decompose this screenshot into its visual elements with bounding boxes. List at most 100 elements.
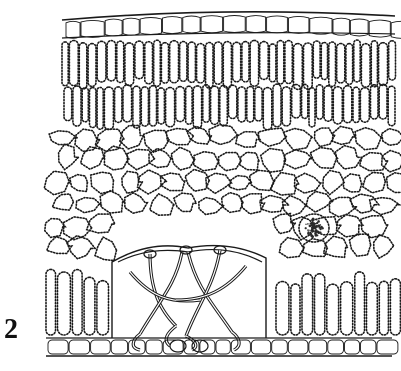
crystal-granule <box>309 233 312 236</box>
epidermal-cell <box>123 18 139 35</box>
palisade-cell <box>180 42 187 82</box>
trichome-hair-lumen <box>150 254 176 326</box>
palisade-cell <box>242 42 249 82</box>
spongy-cell <box>241 194 264 214</box>
palisade-cell <box>371 85 379 119</box>
spongy-cell <box>52 194 73 210</box>
lower-epidermis <box>46 338 398 356</box>
palisade-cell <box>354 40 360 82</box>
palisade-cell <box>203 85 210 123</box>
palisade-cell <box>176 87 185 122</box>
epidermal-cell <box>369 20 390 37</box>
lower-palisade-cell <box>327 284 339 335</box>
lower-epidermal-cell <box>69 340 90 354</box>
palisade-cell <box>329 42 336 86</box>
spongy-cell <box>374 235 394 258</box>
crystal-granule <box>312 220 314 222</box>
guard-cell <box>170 340 186 352</box>
crystal-granule <box>309 225 312 228</box>
palisade-cell <box>269 44 276 82</box>
epidermal-cell <box>183 16 200 33</box>
palisade-cell <box>161 43 168 83</box>
lower-palisade-cell <box>46 269 56 335</box>
palisade-cell <box>79 43 87 89</box>
palisade-cell <box>277 41 284 84</box>
lower-palisade-cell <box>276 282 289 336</box>
palisade-cell <box>309 88 315 127</box>
lower-epidermal-cell <box>361 340 376 354</box>
palisade-cell <box>313 41 320 78</box>
palisade-cell <box>285 41 292 84</box>
crystal-granule <box>316 219 317 220</box>
palisade-cell <box>82 88 88 122</box>
spongy-cell <box>206 173 232 193</box>
palisade-cell <box>260 42 269 80</box>
epidermal-cell <box>201 16 223 33</box>
lower-palisade-cell <box>302 274 313 335</box>
palisade-cell <box>346 44 353 85</box>
palisade-cell <box>97 87 103 129</box>
crystal-granule <box>313 228 314 229</box>
crystal-granule <box>305 224 306 225</box>
crystal-granule <box>310 230 312 232</box>
spongy-cell <box>87 214 115 233</box>
spongy-cell <box>122 171 142 193</box>
palisade-cell <box>141 87 148 126</box>
crystal-granule <box>314 232 317 235</box>
spongy-cell <box>382 151 401 172</box>
lower-epidermal-cell <box>91 340 111 354</box>
crystal-granule <box>320 226 323 229</box>
palisade-cell <box>353 87 359 122</box>
lower-epidermal-cell <box>345 340 360 354</box>
crystal-granule <box>317 220 320 223</box>
lower-epidermal-cell <box>288 340 308 354</box>
spongy-cell <box>315 128 335 147</box>
crystal-granule <box>320 232 322 234</box>
spongy-mesophyll <box>44 125 401 261</box>
spongy-cell <box>194 152 219 171</box>
palisade-cell <box>154 40 161 86</box>
lower-epidermal-cell <box>328 340 344 354</box>
epidermal-cell <box>289 16 309 33</box>
epidermal-cell <box>391 21 401 38</box>
lower-palisade-cell <box>58 272 71 335</box>
palisade-cell <box>97 41 106 82</box>
palisade-cell <box>238 87 246 122</box>
crystal-granule <box>312 226 314 228</box>
lower-palisade-cell <box>390 279 400 335</box>
palisade-cell <box>197 44 205 83</box>
spongy-cell <box>100 191 124 213</box>
palisade-cell <box>186 86 192 124</box>
panel-label: 2 <box>4 316 18 344</box>
spongy-cell <box>125 193 148 213</box>
spongy-cell <box>335 146 361 169</box>
spongy-cell <box>171 147 195 170</box>
lower-palisade-cell <box>291 284 300 335</box>
palisade-cell <box>88 44 96 87</box>
crystal-granule <box>310 223 311 224</box>
epidermal-cell <box>81 20 104 37</box>
lower-epidermal-cell <box>377 340 398 354</box>
palisade-cell <box>361 44 370 87</box>
substomatal-chamber-with-trichomes <box>112 246 266 350</box>
palisade-cell <box>133 86 140 128</box>
lower-palisade-cell <box>355 272 365 335</box>
crystal-granule <box>312 231 313 232</box>
palisade-cell <box>62 42 68 86</box>
lower-palisade-cell <box>84 277 95 335</box>
palisade-cell <box>389 41 396 80</box>
epidermal-cell <box>267 16 288 33</box>
lower-epidermal-cell <box>129 340 145 354</box>
crystal-granule <box>311 235 314 238</box>
palisade-cell <box>115 87 122 123</box>
palisade-cell <box>250 40 258 86</box>
spongy-cell <box>199 198 224 215</box>
spongy-cell <box>150 194 174 215</box>
palisade-cell <box>220 85 228 126</box>
trichome-hair <box>140 252 182 334</box>
trichome-hair <box>130 272 200 301</box>
lower-palisade-cell <box>379 281 388 335</box>
upper-epidermis <box>62 12 401 38</box>
palisade-cell <box>344 86 352 123</box>
